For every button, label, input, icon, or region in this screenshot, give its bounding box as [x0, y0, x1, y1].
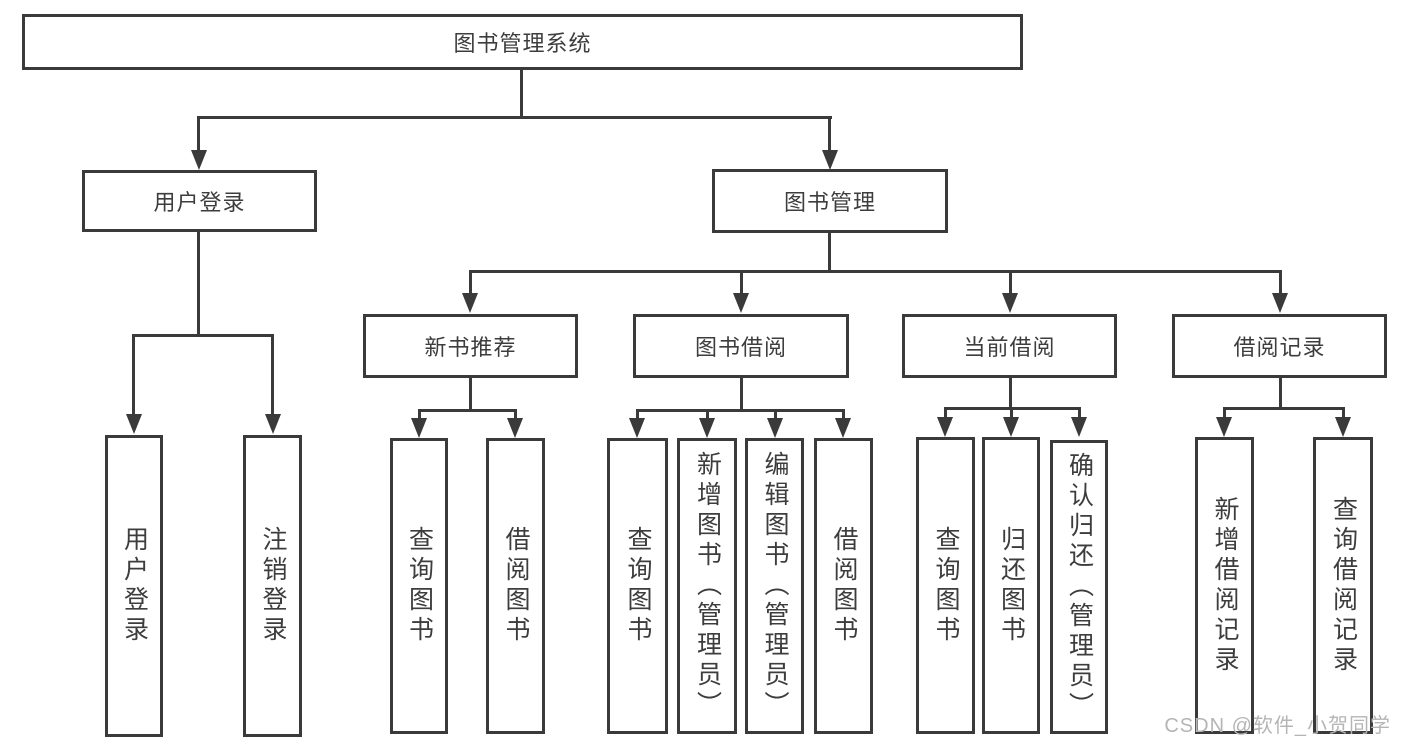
leaf-borrow-books: 借阅图书: [486, 438, 545, 734]
arrowhead-icon: [1272, 293, 1288, 313]
leaf-return-books: 归还图书: [982, 437, 1040, 734]
connector: [197, 116, 200, 150]
node-book-borrow: 图书借阅: [633, 314, 849, 378]
node-borrow-records: 借阅记录: [1172, 314, 1387, 378]
csdn-watermark: CSDN @软件_小贺同学: [1164, 715, 1391, 737]
arrowhead-icon: [462, 293, 478, 313]
leaf-edit-books-admin: 编辑图书（管理员）: [745, 438, 804, 734]
connector: [1009, 378, 1012, 410]
node-label: 归还图书: [997, 525, 1026, 646]
connector: [418, 409, 421, 418]
connector: [271, 334, 274, 414]
connector: [520, 69, 523, 119]
node-label: 借阅图书: [830, 526, 858, 646]
node-label: 借阅记录: [1233, 335, 1326, 360]
node-label: 注销登录: [259, 526, 287, 646]
node-label: 图书管理: [783, 190, 876, 215]
arrowhead-icon: [1003, 417, 1019, 437]
connector: [828, 116, 831, 150]
node-user-login: 用户登录: [82, 170, 317, 232]
connector: [469, 270, 1282, 273]
node-label: 查询图书: [624, 526, 652, 646]
leaf-logout: 注销登录: [243, 435, 302, 737]
node-current-borrow: 当前借阅: [902, 314, 1117, 378]
connector: [1078, 407, 1081, 417]
node-label: 新增借阅记录: [1211, 495, 1239, 676]
connector: [706, 409, 709, 418]
arrowhead-icon: [822, 150, 838, 170]
arrowhead-icon: [733, 293, 749, 313]
connector: [132, 334, 274, 337]
leaf-query-borrow-record: 查询借阅记录: [1313, 437, 1373, 734]
leaf-query-books: 查询图书: [607, 438, 668, 734]
connector: [1279, 378, 1282, 410]
arrowhead-icon: [699, 418, 715, 438]
leaf-add-borrow-record: 新增借阅记录: [1195, 437, 1254, 734]
node-label: 查询图书: [405, 526, 434, 646]
connector: [1342, 407, 1345, 417]
arrowhead-icon: [507, 418, 523, 438]
node-label: 确认归还（管理员）: [1065, 452, 1094, 722]
arrowhead-icon: [1335, 417, 1351, 437]
connector: [197, 232, 200, 337]
connector: [469, 270, 472, 293]
leaf-borrow-books: 借阅图书: [814, 438, 873, 734]
arrowhead-icon: [126, 414, 142, 434]
arrowhead-icon: [937, 417, 953, 437]
node-label: 用户登录: [120, 526, 149, 646]
node-book-management: 图书管理: [712, 169, 948, 233]
node-label: 当前借阅: [963, 335, 1056, 360]
connector: [944, 407, 947, 417]
arrowhead-icon: [1071, 417, 1087, 437]
node-label: 查询借阅记录: [1329, 495, 1358, 676]
node-label: 编辑图书（管理员）: [761, 451, 789, 721]
connector: [1010, 407, 1013, 417]
node-label: 新增图书（管理员）: [693, 451, 722, 721]
node-label: 借阅图书: [502, 526, 530, 646]
leaf-query-books: 查询图书: [390, 438, 448, 734]
connector: [514, 409, 517, 418]
connector: [1009, 270, 1012, 293]
arrowhead-icon: [191, 150, 207, 170]
connector: [132, 334, 135, 414]
node-label: 图书借阅: [694, 335, 787, 360]
leaf-add-books-admin: 新增图书（管理员）: [677, 438, 737, 734]
connector: [740, 270, 743, 293]
connector: [774, 409, 777, 418]
arrowhead-icon: [265, 414, 281, 434]
node-label: 查询图书: [932, 525, 960, 646]
node-new-book-recommend: 新书推荐: [363, 314, 578, 378]
connector: [1223, 407, 1345, 410]
connector: [418, 409, 517, 412]
node-root: 图书管理系统: [22, 14, 1023, 70]
connector: [469, 378, 472, 412]
arrowhead-icon: [411, 418, 427, 438]
arrowhead-icon: [1216, 417, 1232, 437]
arrowhead-icon: [835, 418, 851, 438]
node-label: 新书推荐: [424, 335, 517, 360]
connector: [828, 233, 831, 273]
leaf-confirm-return-admin: 确认归还（管理员）: [1050, 440, 1108, 734]
connector: [740, 378, 743, 412]
node-label: 图书管理系统: [453, 31, 592, 56]
arrowhead-icon: [767, 418, 783, 438]
arrowhead-icon: [629, 418, 645, 438]
connector: [1279, 270, 1282, 293]
connector: [842, 409, 845, 418]
connector: [636, 409, 639, 418]
connector: [636, 409, 845, 412]
node-label: 用户登录: [153, 190, 246, 215]
leaf-query-books: 查询图书: [916, 437, 975, 734]
connector: [1223, 407, 1226, 417]
connector: [197, 116, 832, 119]
leaf-user-login: 用户登录: [105, 435, 163, 737]
arrowhead-icon: [1002, 293, 1018, 313]
